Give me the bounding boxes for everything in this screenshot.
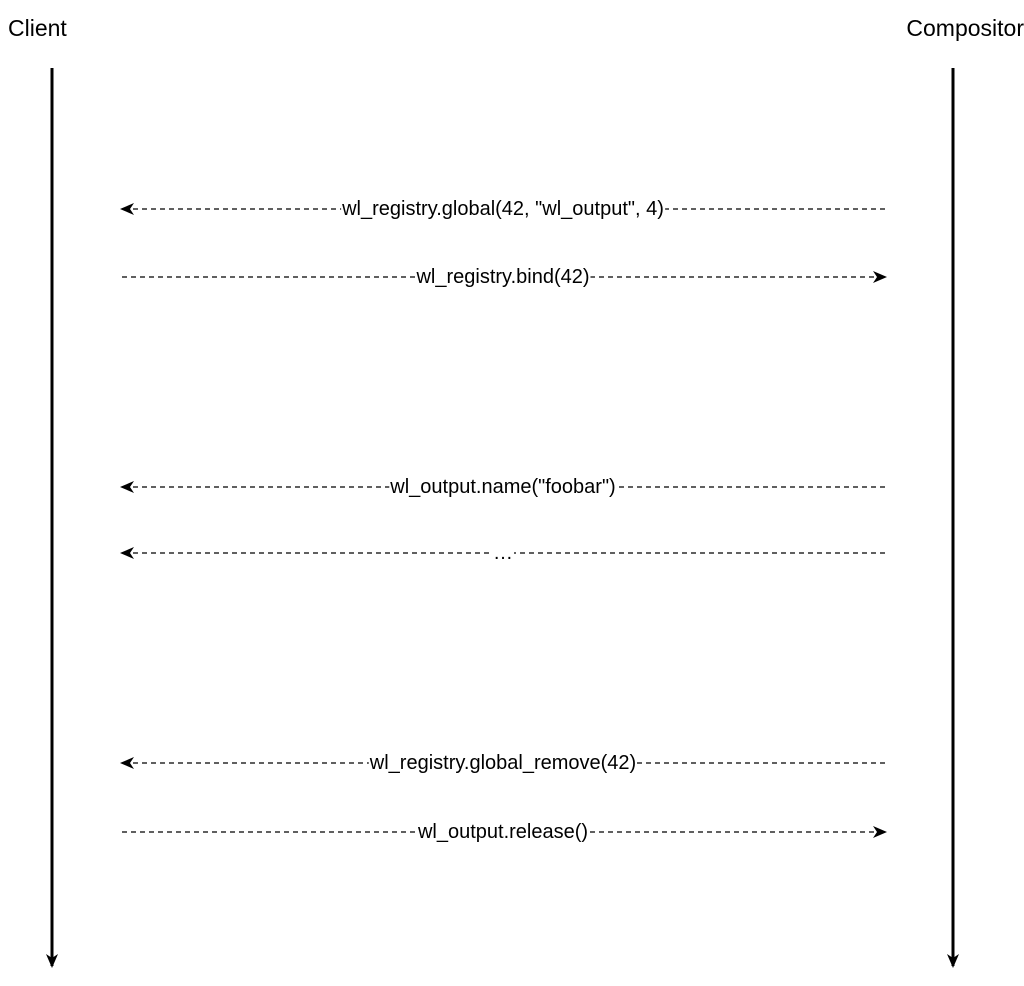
- message-label: wl_output.name("foobar"): [389, 475, 617, 499]
- message-label: …: [492, 541, 514, 565]
- lane-title-client: Client: [8, 15, 67, 41]
- message-label: wl_registry.bind(42): [415, 265, 591, 289]
- messages-layer: [120, 203, 887, 838]
- lane-title-compositor: Compositor: [906, 15, 1024, 41]
- message-label: wl_output.release(): [416, 820, 590, 844]
- message-label: wl_registry.global(42, "wl_output", 4): [341, 197, 665, 221]
- message-label: wl_registry.global_remove(42): [368, 751, 638, 775]
